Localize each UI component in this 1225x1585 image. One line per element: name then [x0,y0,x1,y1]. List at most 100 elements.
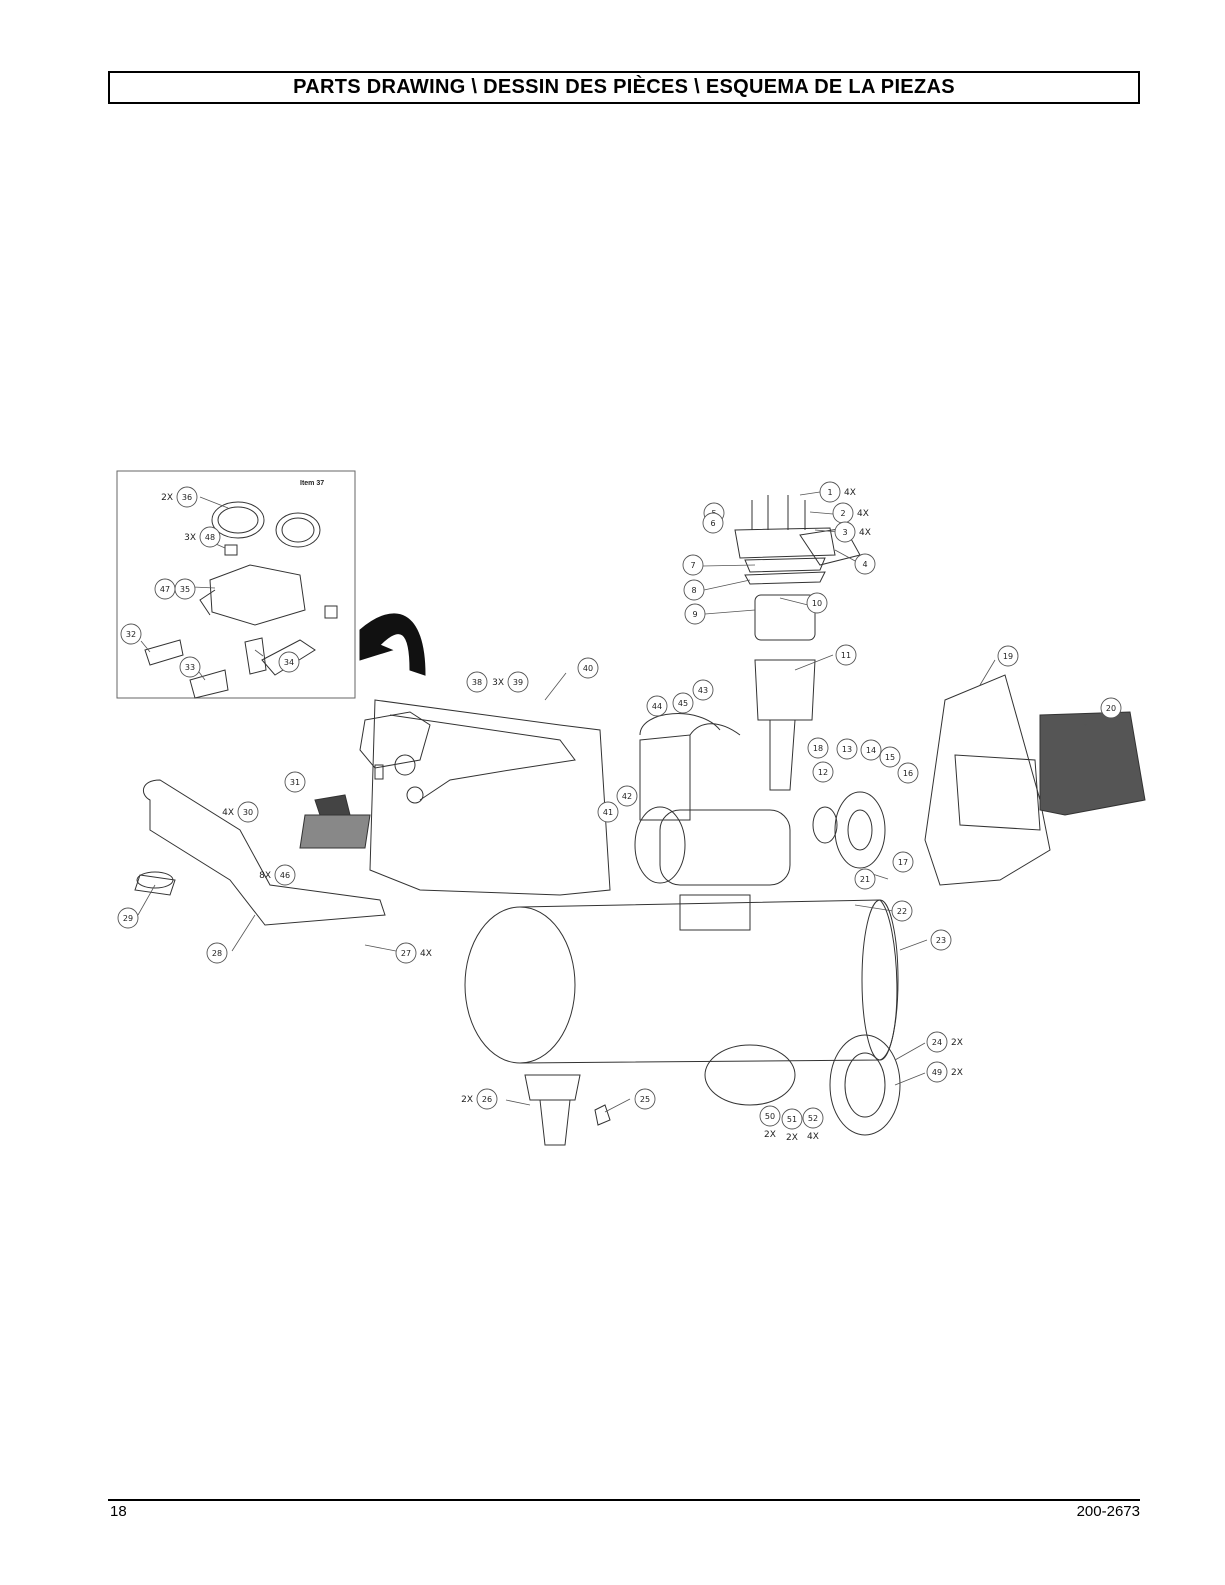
callout-49: 49 2X [927,1062,963,1082]
callout-number: 23 [936,936,946,945]
page-number: 18 [110,1503,127,1520]
handle [143,780,385,925]
callout-quantity: 2X [161,493,173,503]
callout-34: 34 [279,652,299,672]
bracket [680,895,750,930]
callout-7: 7 [683,555,703,575]
callout-number: 8 [691,586,696,595]
callout-16: 16 [898,763,918,783]
callout-23: 23 [931,930,951,950]
callout-number: 16 [903,769,913,778]
callout-quantity: 4X [807,1132,819,1142]
pulley-13 [813,807,837,843]
callout-number: 32 [126,630,136,639]
document-number: 200-2673 [1077,1503,1140,1520]
panel-31 [300,815,370,848]
regulator-body [210,565,305,625]
callout-2: 2 4X [833,503,869,523]
callout-43: 43 [693,680,713,700]
callout-quantity: 2X [951,1038,963,1048]
callout-number: 34 [284,658,294,667]
callout-quantity: 2X [764,1130,776,1140]
callout-quantity: 4X [844,488,856,498]
callout-45: 45 [673,693,693,713]
callout-15: 15 [880,747,900,767]
callout-number: 3 [842,528,847,537]
callout-11: 11 [836,645,856,665]
tank-end [465,907,575,1063]
callout-13: 13 [837,739,857,759]
inset-label: Item 37 [300,480,324,487]
callout-number: 33 [185,663,195,672]
callout-quantity: 4X [420,949,432,959]
callout-number: 14 [866,746,876,755]
footer-rule [108,1499,1140,1501]
callout-12: 12 [813,762,833,782]
callout-33: 33 [180,657,200,677]
callout-17: 17 [893,852,913,872]
callout-26: 26 2X [461,1089,497,1109]
callout-number: 13 [842,745,852,754]
callout-52: 52 4X [803,1108,823,1142]
callout-19: 19 [998,646,1018,666]
callout-number: 47 [160,585,170,594]
callout-number: 25 [640,1095,650,1104]
callout-number: 43 [698,686,708,695]
callout-number: 44 [652,702,662,711]
grille-20 [1040,712,1145,815]
callout-number: 15 [885,753,895,762]
callout-quantity: 4X [857,509,869,519]
callout-number: 2 [840,509,845,518]
callout-quantity: 4X [222,808,234,818]
callout-6: 6 [703,513,723,533]
gasket-8 [745,572,825,584]
manifold [360,712,430,768]
callout-number: 22 [897,907,907,916]
shroud-19 [925,675,1050,885]
wheel-left [705,1045,795,1105]
callout-number: 49 [932,1068,942,1077]
callout-28: 28 [207,943,227,963]
callout-number: 52 [808,1114,818,1123]
callout-18: 18 [808,738,828,758]
callout-27: 27 4X [396,943,432,963]
callout-number: 36 [182,493,192,502]
callout-25: 25 [635,1089,655,1109]
callout-44: 44 [647,696,667,716]
callout-30: 304X [222,802,258,822]
callout-number: 20 [1106,704,1116,713]
callout-quantity: 2X [951,1068,963,1078]
callout-layer: 14X24X34X4567891011121314151617181920212… [118,482,1121,1143]
callout-number: 19 [1003,652,1013,661]
callout-number: 27 [401,949,411,958]
callout-number: 12 [818,768,828,777]
callout-4: 4 [855,554,875,574]
callout-number: 31 [290,778,300,787]
callout-number: 29 [123,914,133,923]
callout-21: 21 [855,869,875,889]
callout-41: 41 [598,802,618,822]
callout-47: 47 [155,579,175,599]
callout-31: 31 [285,772,305,792]
callout-42: 42 [617,786,637,806]
fan-15 [835,792,885,868]
callout-number: 41 [603,808,613,817]
callout-number: 26 [482,1095,492,1104]
callout-number: 7 [690,561,695,570]
callout-quantity: 2X [461,1095,473,1105]
callout-quantity: 8X [259,871,271,881]
callout-number: 6 [710,519,715,528]
callout-number: 11 [841,651,851,660]
fitting-32 [145,640,183,665]
callout-number: 35 [180,585,190,594]
tank-body [520,900,897,1063]
callout-number: 38 [472,678,482,687]
callout-quantity: 3X [184,533,196,543]
callout-number: 17 [898,858,908,867]
fitting-48 [225,545,237,555]
callout-number: 10 [812,599,822,608]
